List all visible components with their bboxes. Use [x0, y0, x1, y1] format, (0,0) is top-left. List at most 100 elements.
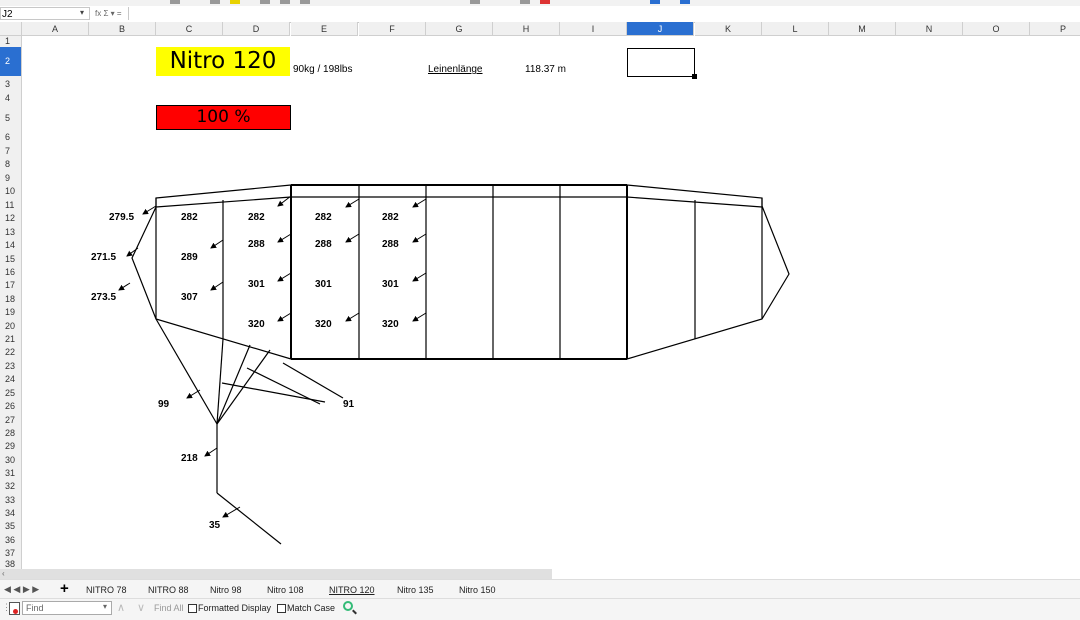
tab-navigation-icon[interactable]: ◀ ◀ ▶ ▶: [4, 584, 40, 594]
function-wizard-icon[interactable]: fx Σ ▾ =: [95, 9, 122, 18]
horizontal-scrollbar[interactable]: ‹: [0, 569, 552, 579]
row-header-23[interactable]: 23: [0, 359, 22, 373]
row-header-6[interactable]: 6: [0, 131, 22, 144]
row-header-19[interactable]: 19: [0, 306, 22, 319]
row-header-38[interactable]: 38: [0, 560, 22, 569]
row-header-37[interactable]: 37: [0, 547, 22, 560]
column-header-l[interactable]: L: [762, 22, 829, 36]
column-header-p[interactable]: P: [1030, 22, 1080, 36]
row-header-25[interactable]: 25: [0, 386, 22, 400]
toolbar-icon[interactable]: [170, 0, 180, 4]
checkbox-icon[interactable]: [277, 603, 286, 613]
toolbar-icon[interactable]: [650, 0, 660, 4]
row-header-33[interactable]: 33: [0, 493, 22, 507]
checkbox-icon[interactable]: [188, 603, 197, 613]
sheet-tab[interactable]: Nitro 108: [267, 585, 304, 595]
row-header-13[interactable]: 13: [0, 225, 22, 239]
find-input[interactable]: Find: [22, 601, 112, 615]
row-header-32[interactable]: 32: [0, 480, 22, 493]
row-header-9[interactable]: 9: [0, 171, 22, 185]
column-header-i[interactable]: I: [560, 22, 627, 36]
find-replace-icon[interactable]: [343, 601, 353, 611]
row-header-20[interactable]: 20: [0, 319, 22, 333]
sheet-tab-active[interactable]: NITRO 120: [329, 585, 375, 595]
fill-handle[interactable]: [692, 74, 697, 79]
percent-cell[interactable]: 100 %: [156, 105, 291, 130]
column-header-b[interactable]: B: [89, 22, 156, 36]
column-header-m[interactable]: M: [829, 22, 896, 36]
leinen-label-cell[interactable]: Leinenlänge: [428, 64, 483, 75]
align-icon[interactable]: [300, 0, 310, 4]
column-header-k[interactable]: K: [695, 22, 762, 36]
row-header-3[interactable]: 3: [0, 76, 22, 92]
row-header-27[interactable]: 27: [0, 413, 22, 427]
row-header-5[interactable]: 5: [0, 105, 22, 131]
find-next-icon[interactable]: ∨: [137, 602, 146, 614]
line-length-label: 301: [315, 279, 332, 290]
sheet-tab[interactable]: Nitro 135: [397, 585, 434, 595]
find-previous-icon[interactable]: ∧: [117, 602, 126, 614]
row-header-17[interactable]: 17: [0, 279, 22, 292]
delete-icon[interactable]: [540, 0, 550, 4]
column-header-d[interactable]: D: [223, 22, 290, 36]
sheet-tab[interactable]: Nitro 98: [210, 585, 242, 595]
row-header-14[interactable]: 14: [0, 239, 22, 252]
scroll-left-icon[interactable]: ‹: [2, 569, 5, 578]
column-header-o[interactable]: O: [963, 22, 1030, 36]
row-header-10[interactable]: 10: [0, 185, 22, 198]
toolbar-icon[interactable]: [210, 0, 220, 4]
row-header-12[interactable]: 12: [0, 212, 22, 225]
row-header-26[interactable]: 26: [0, 400, 22, 413]
column-header-e[interactable]: E: [291, 22, 358, 36]
row-header-21[interactable]: 21: [0, 333, 22, 346]
toolbar-icon[interactable]: [680, 0, 690, 4]
highlight-icon[interactable]: [230, 0, 240, 4]
weight-cell[interactable]: 90kg / 198lbs: [293, 64, 353, 75]
sheet-tab[interactable]: Nitro 150: [459, 585, 496, 595]
toolbar-icon[interactable]: [520, 0, 530, 4]
row-header-16[interactable]: 16: [0, 266, 22, 279]
row-header-30[interactable]: 30: [0, 453, 22, 467]
find-all-button[interactable]: Find All: [154, 603, 184, 613]
align-icon[interactable]: [280, 0, 290, 4]
formatted-display-checkbox[interactable]: Formatted Display: [188, 603, 271, 613]
leinen-value-cell[interactable]: 118.37 m: [525, 64, 566, 75]
sheet-tab[interactable]: NITRO 78: [86, 585, 127, 595]
row-header-7[interactable]: 7: [0, 144, 22, 158]
row-header-28[interactable]: 28: [0, 427, 22, 440]
row-header-8[interactable]: 8: [0, 158, 22, 171]
column-header-j[interactable]: J: [627, 22, 694, 36]
row-header-31[interactable]: 31: [0, 467, 22, 480]
row-header-24[interactable]: 24: [0, 373, 22, 386]
row-header-2[interactable]: 2: [0, 47, 22, 76]
sheet-tab[interactable]: NITRO 88: [148, 585, 189, 595]
row-header-18[interactable]: 18: [0, 292, 22, 306]
align-icon[interactable]: [260, 0, 270, 4]
close-find-icon[interactable]: ⋮: [2, 602, 11, 612]
row-header-15[interactable]: 15: [0, 252, 22, 266]
selected-cell-j2[interactable]: [627, 48, 695, 77]
toolbar-icon[interactable]: [470, 0, 480, 4]
row-header-11[interactable]: 11: [0, 198, 22, 212]
chevron-down-icon[interactable]: ▾: [103, 602, 108, 611]
row-header-29[interactable]: 29: [0, 440, 22, 453]
title-cell[interactable]: Nitro 120: [156, 47, 290, 76]
chevron-down-icon[interactable]: ▾: [80, 8, 85, 17]
row-header-1[interactable]: 1: [0, 36, 22, 47]
column-header-a[interactable]: A: [22, 22, 89, 36]
column-header-n[interactable]: N: [896, 22, 963, 36]
column-header-c[interactable]: C: [156, 22, 223, 36]
row-header-34[interactable]: 34: [0, 507, 22, 520]
match-case-checkbox[interactable]: Match Case: [277, 603, 335, 613]
select-all-corner[interactable]: [0, 22, 22, 36]
row-header-36[interactable]: 36: [0, 533, 22, 547]
row-header-35[interactable]: 35: [0, 520, 22, 533]
row-header-22[interactable]: 22: [0, 346, 22, 359]
column-header-h[interactable]: H: [493, 22, 560, 36]
formula-input[interactable]: [128, 7, 1078, 20]
column-header-f[interactable]: F: [359, 22, 426, 36]
row-header-4[interactable]: 4: [0, 92, 22, 105]
add-sheet-button[interactable]: +: [60, 580, 69, 597]
column-header-g[interactable]: G: [426, 22, 493, 36]
name-box[interactable]: J2: [0, 7, 90, 20]
